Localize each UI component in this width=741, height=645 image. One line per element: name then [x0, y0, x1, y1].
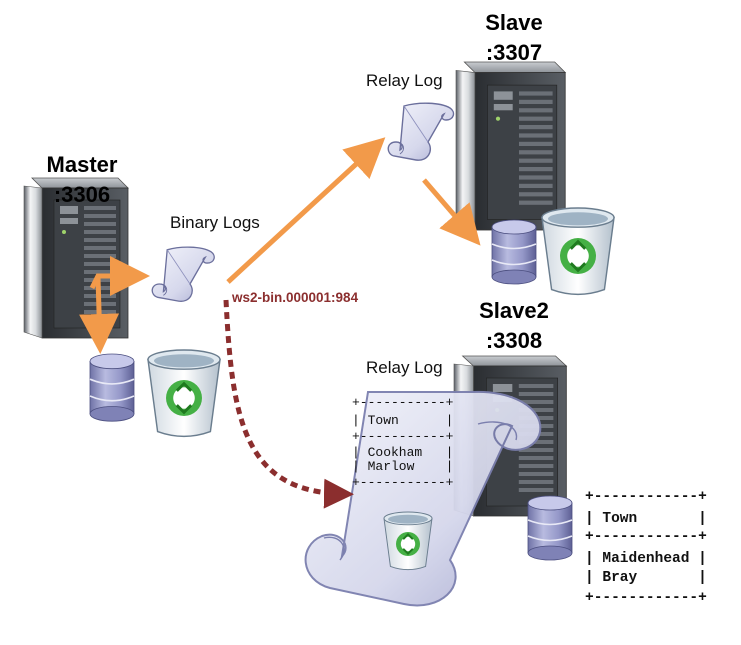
master-recycle-bin-icon: [146, 348, 222, 438]
master-write-arrows: [79, 256, 150, 354]
relay-table-border-bottom: +-----------+: [352, 475, 454, 490]
slave-apply-arrow: [422, 178, 481, 246]
relay-log-table: +-----------+ | Town | +-----------+ | C…: [352, 395, 454, 490]
master-port: :3306: [54, 182, 110, 207]
relay-table-header: | Town |: [352, 413, 453, 428]
slave2-relay-log-scroll-icon: [304, 390, 542, 607]
replication-arrow-to-slave: [226, 137, 386, 284]
slave2-table-header: | Town |: [585, 511, 707, 527]
binary-log-scroll-icon: [151, 246, 215, 302]
relay-table-border-mid: +-----------+: [352, 429, 454, 444]
slave2-relay-log-label: Relay Log: [366, 358, 443, 377]
slave2-scroll-recycle-bin-icon: [383, 511, 433, 571]
master-title: Master: [47, 152, 118, 177]
relay-table-row: | Cookham |: [352, 445, 453, 460]
relay-table-row: | Marlow |: [352, 459, 453, 474]
pending-replication-arrow: [223, 299, 354, 509]
master-database-icon: [89, 353, 135, 423]
slave-title: Slave: [485, 10, 543, 35]
slave-relay-log-scroll-icon: [387, 102, 455, 161]
binary-logs-label: Binary Logs: [170, 213, 260, 232]
slave-server-icon: [455, 61, 566, 231]
replication-position-label: ws2-bin.000001:984: [231, 290, 359, 305]
slave-database-icon: [491, 219, 537, 285]
slave2-table-border-top: +------------+: [585, 489, 707, 505]
slave2-title: Slave2: [479, 298, 549, 323]
slave2-table-row: | Bray |: [585, 570, 707, 586]
slave2-port: :3308: [486, 328, 542, 353]
slave-port: :3307: [486, 40, 542, 65]
slave-recycle-bin-icon: [540, 206, 616, 296]
slave2-table-border-bottom: +------------+: [585, 590, 707, 606]
slave-relay-log-label: Relay Log: [366, 71, 443, 90]
slave2-table-border-mid: +------------+: [585, 529, 707, 545]
slave2-database-icon: [527, 495, 573, 561]
slave2-table-row: | Maidenhead |: [585, 551, 707, 567]
slave2-table: +------------+ | Town | +------------+ |…: [585, 489, 707, 606]
relay-table-border-top: +-----------+: [352, 395, 454, 410]
